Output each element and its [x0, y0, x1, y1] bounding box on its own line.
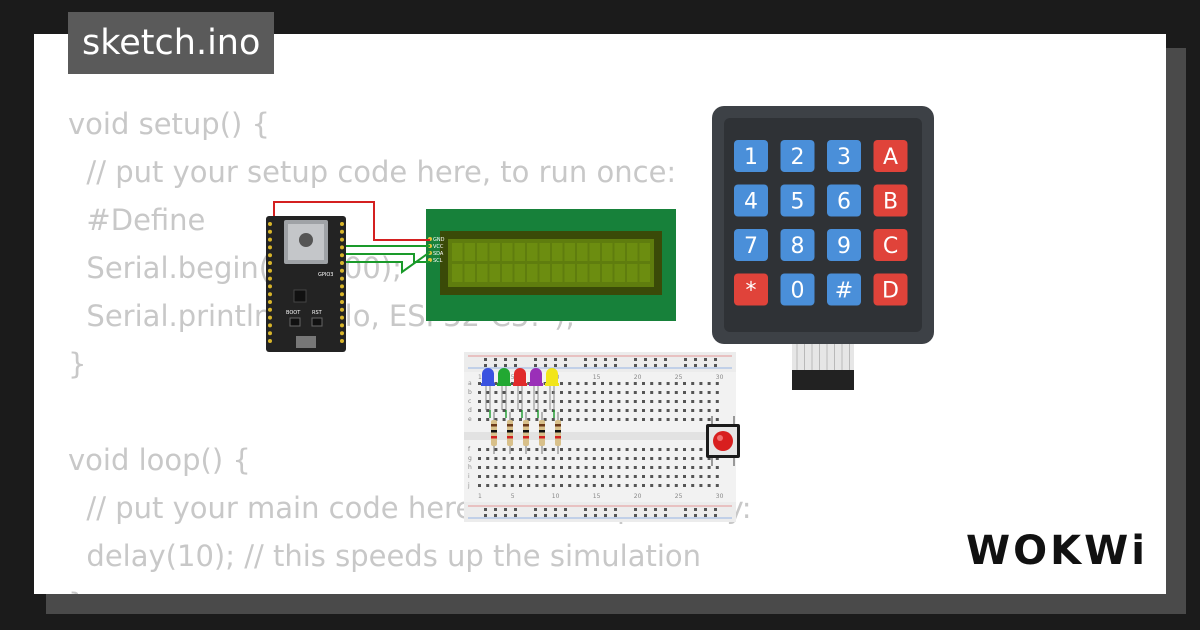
key-label: *	[746, 279, 757, 304]
lcd-pin-label: GND	[433, 237, 445, 243]
code-line: #Define	[68, 203, 206, 237]
resistor	[539, 412, 545, 454]
breadboard-row-letter: c	[468, 398, 471, 405]
lcd-pin-label: SCL	[433, 258, 443, 264]
breadboard-column-number: 5	[511, 374, 515, 381]
key-label: 1	[744, 145, 758, 170]
led	[513, 368, 527, 418]
project-card: void setup() { // put your setup code he…	[34, 34, 1166, 594]
breadboard-row-letter: j	[467, 482, 470, 489]
esp32-board[interactable]: GPIO3 BOOT RST	[266, 216, 346, 352]
breadboard-column-number: 30	[716, 493, 724, 500]
breadboard-row-letter: d	[468, 407, 472, 414]
key-label: 9	[837, 234, 851, 259]
key-label: 6	[837, 190, 851, 215]
code-line: }	[68, 347, 87, 381]
breadboard-row-letter: h	[468, 464, 472, 471]
code-line: Serial.begin(115200);	[68, 251, 402, 285]
keypad-key[interactable]: 2	[780, 140, 815, 172]
keypad[interactable]: 1 2 3 A 4 5 6 B 7 8 9 C * 0 # D	[712, 106, 934, 344]
resistors	[491, 412, 561, 454]
breadboard-column-number: 15	[593, 493, 601, 500]
breadboard-column-number: 25	[675, 493, 683, 500]
lcd-pin-label: SDA	[433, 251, 444, 257]
keypad-key[interactable]: 6	[827, 184, 861, 217]
key-label: 3	[837, 145, 851, 170]
code-line: delay(10); // this speeds up the simulat…	[68, 539, 702, 573]
key-label: B	[883, 190, 898, 215]
resistor	[555, 412, 561, 454]
breadboard-row-letter: g	[468, 455, 472, 462]
keypad-key[interactable]: 1	[734, 140, 768, 172]
keypad-key[interactable]: A	[873, 140, 908, 172]
key-label: C	[883, 234, 898, 259]
led	[529, 368, 543, 418]
key-label: A	[883, 145, 898, 170]
code-line: }	[68, 580, 752, 594]
key-label: #	[835, 279, 853, 304]
resistor	[491, 412, 497, 454]
breadboard-row-letter: f	[468, 446, 471, 453]
resistor	[523, 412, 529, 454]
code-line: void setup() {	[68, 107, 270, 141]
key-label: 5	[791, 190, 805, 215]
push-button[interactable]	[706, 416, 740, 466]
breadboard-column-number: 20	[634, 493, 642, 500]
keypad-key[interactable]: 9	[827, 229, 861, 261]
keypad-key[interactable]: 0	[780, 273, 815, 306]
led	[545, 368, 559, 418]
key-label: 7	[744, 234, 758, 259]
keypad-ribbon	[792, 344, 854, 390]
breadboard-row-letter: a	[468, 380, 472, 387]
keypad-key[interactable]: *	[734, 273, 768, 306]
keypad-key[interactable]: B	[873, 184, 908, 217]
breadboard-column-number: 10	[552, 493, 560, 500]
rst-label: RST	[312, 310, 323, 316]
breadboard-column-number: 25	[675, 374, 683, 381]
keypad-key[interactable]: 3	[827, 140, 861, 172]
resistor	[507, 412, 513, 454]
breadboard-column-number: 15	[593, 374, 601, 381]
wires	[273, 201, 431, 274]
keypad-key[interactable]: D	[873, 273, 908, 306]
key-label: 2	[791, 145, 805, 170]
keypad-key[interactable]: 4	[734, 184, 768, 217]
code-line: // put your setup code here, to run once…	[68, 155, 677, 189]
boot-label: BOOT	[286, 310, 301, 316]
breadboard-column-number: 5	[511, 493, 515, 500]
keypad-key[interactable]: #	[827, 273, 861, 306]
lcd-pin-label: VCC	[433, 244, 444, 250]
breadboard-column-number: 20	[634, 374, 642, 381]
gpio-label: GPIO3	[318, 272, 333, 278]
key-label: 4	[744, 190, 758, 215]
breadboard-column-number: 30	[716, 374, 724, 381]
key-label: 8	[791, 234, 805, 259]
breadboard-column-number: 1	[478, 374, 482, 381]
keypad-key[interactable]: 5	[780, 184, 815, 217]
keypad-key[interactable]: 8	[780, 229, 815, 261]
keypad-key[interactable]: 7	[734, 229, 768, 261]
led	[481, 368, 495, 418]
key-label: D	[882, 279, 899, 304]
key-label: 0	[791, 279, 805, 304]
breadboard-row-letter: b	[468, 389, 472, 396]
wokwi-logo: WOKWi	[966, 528, 1148, 574]
breadboard-row-letter: e	[468, 416, 472, 423]
file-tab[interactable]: sketch.ino	[68, 12, 275, 74]
breadboard-column-number: 1	[478, 493, 482, 500]
leds	[481, 368, 559, 418]
code-line: void loop() {	[68, 443, 251, 477]
keypad-key[interactable]: C	[873, 229, 908, 261]
breadboard-row-letter: i	[468, 473, 470, 480]
led	[497, 368, 511, 418]
